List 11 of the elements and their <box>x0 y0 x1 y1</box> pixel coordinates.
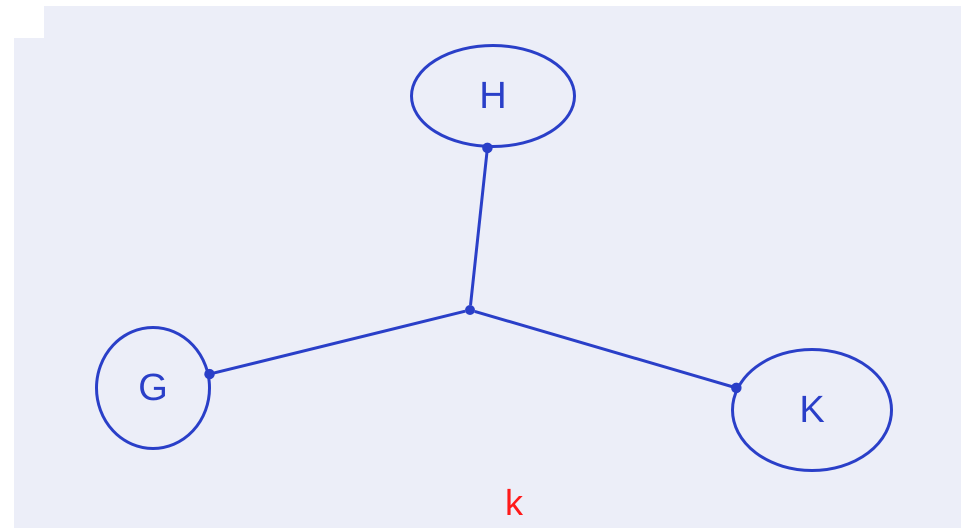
connector-line <box>474 310 742 394</box>
junction-dot <box>465 305 475 315</box>
ellipse-node <box>410 44 576 148</box>
node-letter: K <box>798 388 826 432</box>
node-letter: G <box>137 366 169 410</box>
node-letter: H <box>478 74 508 118</box>
connector-line <box>204 310 466 380</box>
ellipse-node <box>731 348 893 472</box>
connector-line <box>469 142 493 306</box>
annotation-letter: k <box>505 482 523 524</box>
ellipse-node <box>95 326 211 450</box>
